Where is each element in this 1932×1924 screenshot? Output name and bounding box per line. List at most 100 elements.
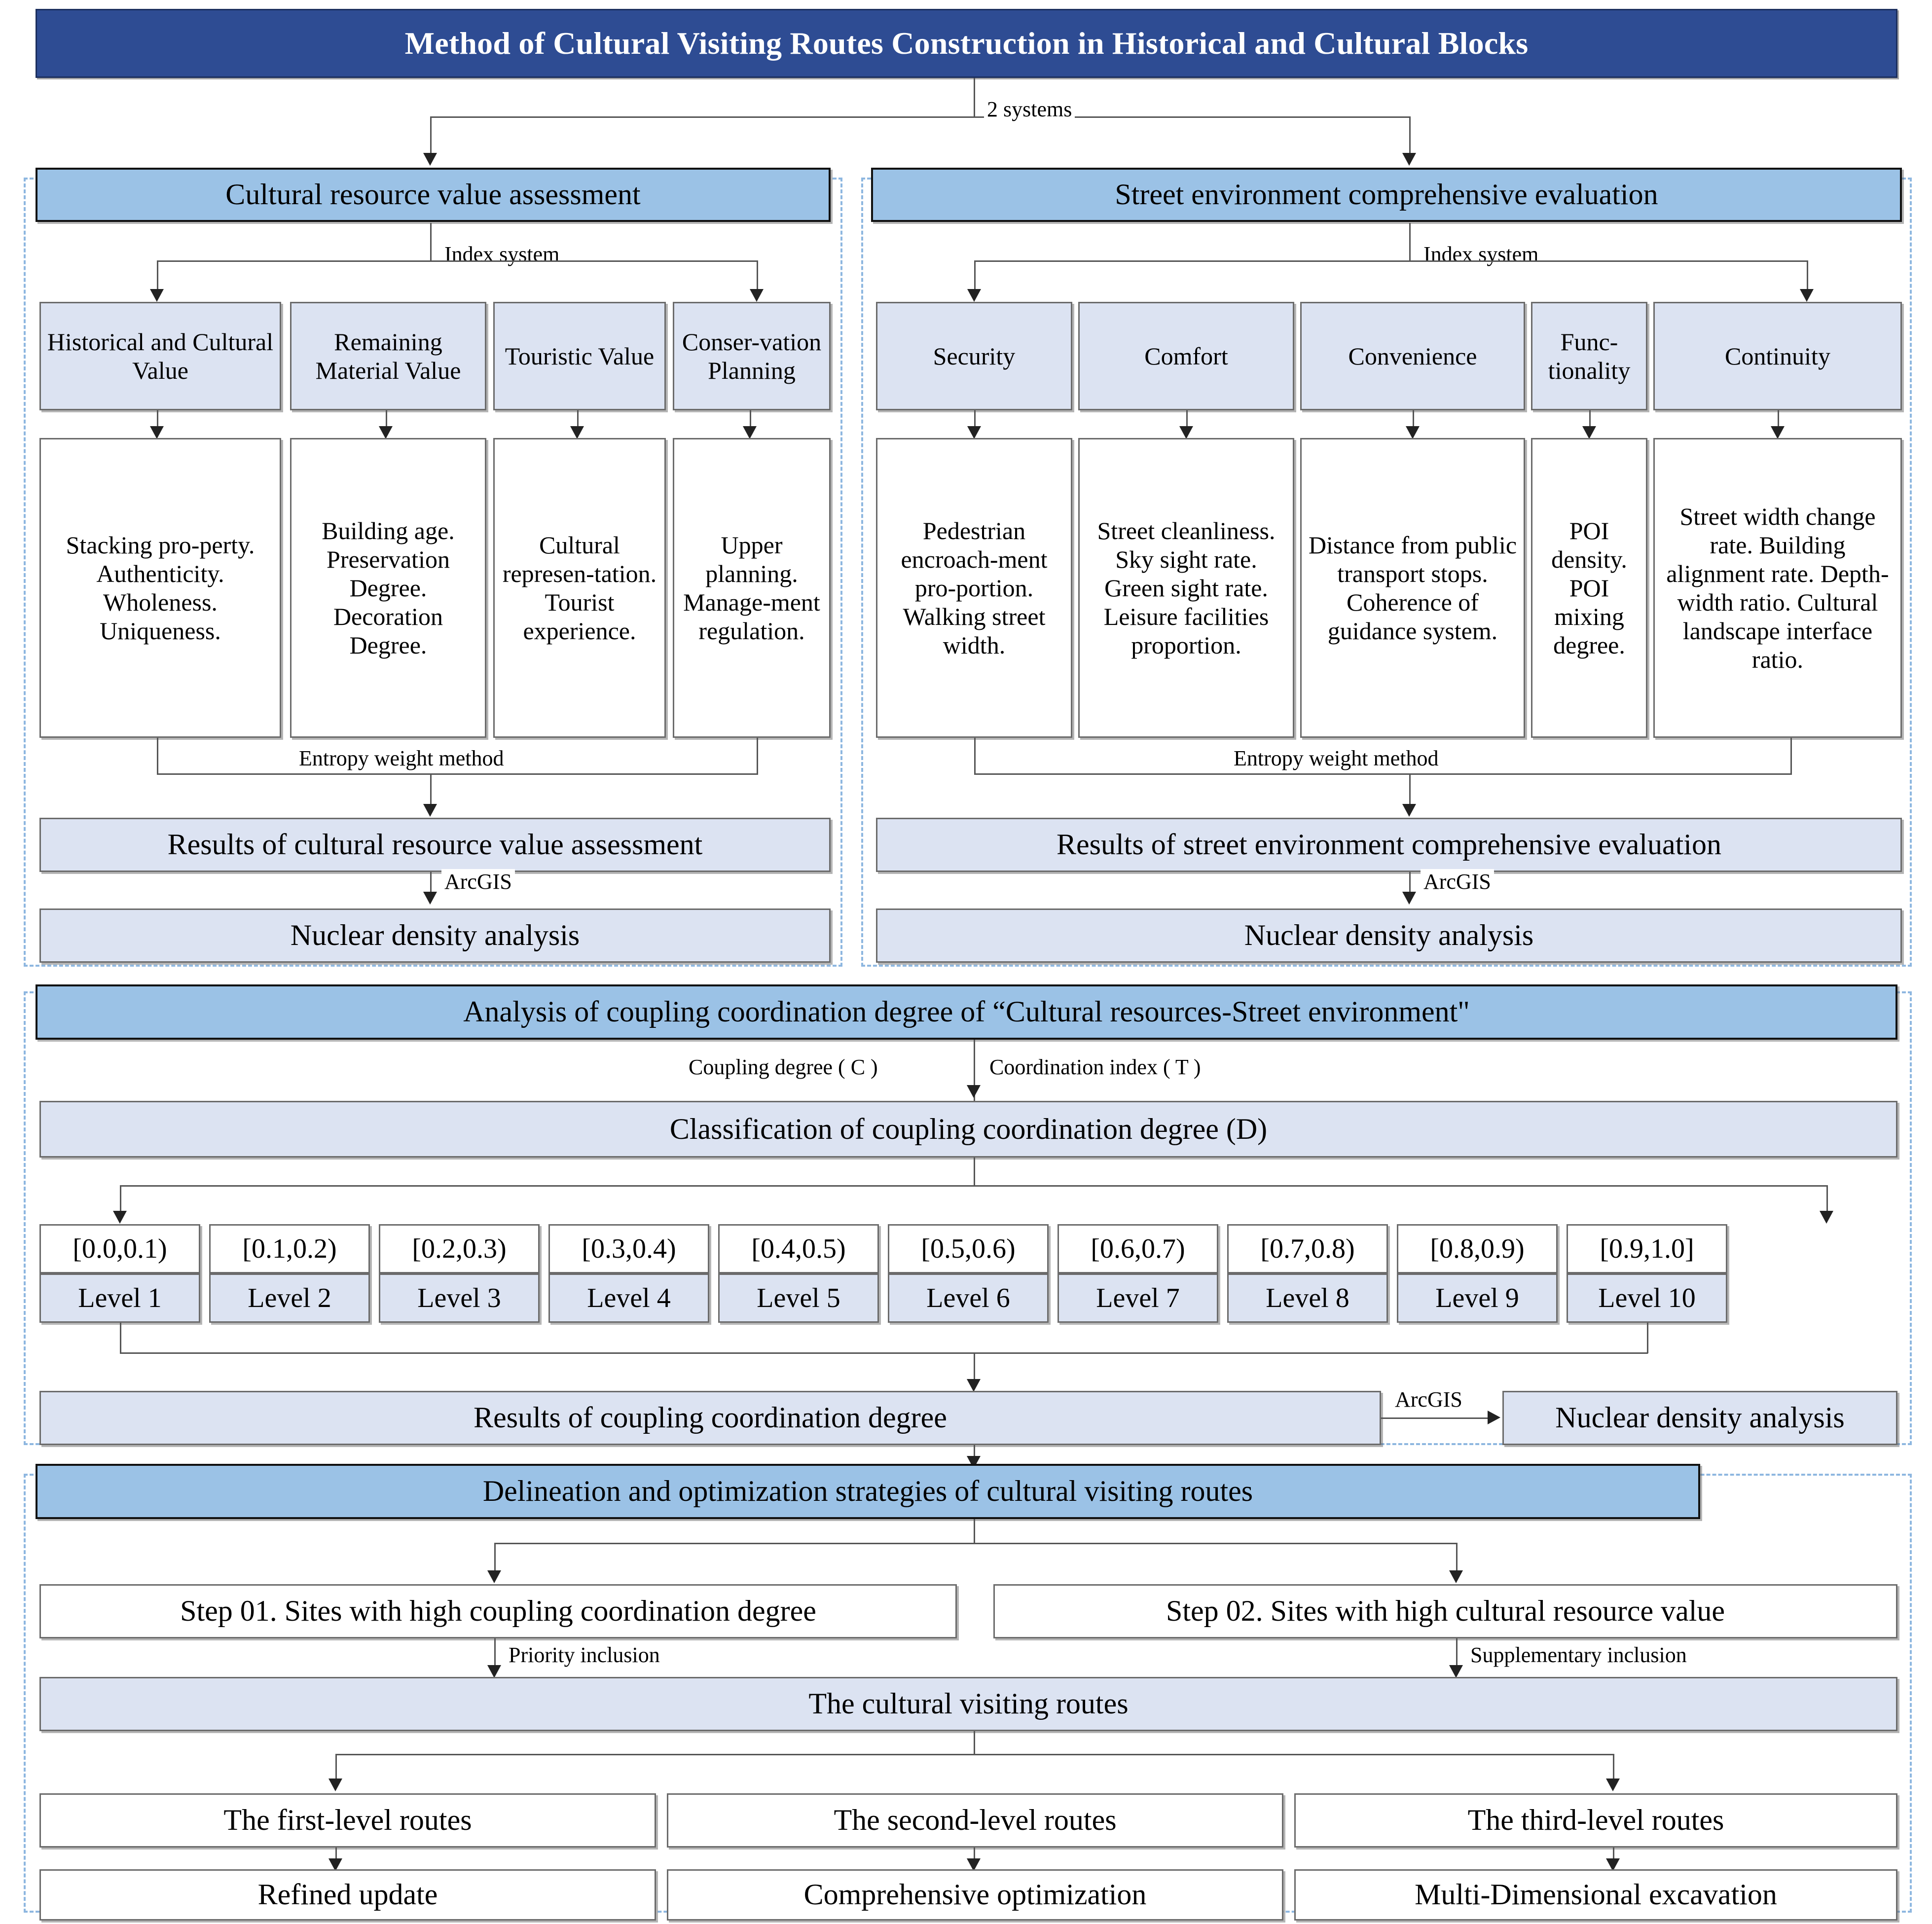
left-dim1-indicator-line xyxy=(157,410,158,429)
right-indicator-3: Distance from public transport stops. Co… xyxy=(1300,438,1525,738)
right-system-header: Street environment comprehensive evaluat… xyxy=(871,168,1902,222)
right-dim5-indicator-line xyxy=(1778,410,1779,429)
right-dim4-indicator-arrow xyxy=(1582,426,1596,439)
levels-converge-down xyxy=(974,1352,975,1381)
right-dimension-4: Func-tionality xyxy=(1531,302,1647,410)
right-dim2-indicator-line xyxy=(1186,410,1188,429)
left-indicator-1: Stacking pro-perty. Authenticity. Wholen… xyxy=(39,438,281,738)
coupling-results-to-kernel-arrow xyxy=(1488,1411,1500,1424)
left-dim3-indicator-arrow xyxy=(570,426,584,439)
arrow-to-right-system xyxy=(1402,153,1416,166)
right-results-to-kernel-line xyxy=(1409,872,1411,896)
left-index-arrow-1 xyxy=(150,289,164,302)
right-index-down xyxy=(1409,223,1411,261)
coupling-header: Analysis of coupling coordination degree… xyxy=(36,984,1897,1040)
level-range-1: [0.0,0.1) xyxy=(39,1224,200,1273)
route1-to-action-line xyxy=(335,1848,337,1864)
delineation-split-left xyxy=(494,1543,496,1573)
left-indicator-2: Building age. Preservation Degree. Decor… xyxy=(290,438,486,738)
level-label-4: Level 4 xyxy=(548,1273,709,1323)
step-02-box: Step 02. Sites with high cultural resour… xyxy=(993,1584,1897,1638)
right-indicator-5: Street width change rate. Building align… xyxy=(1653,438,1902,738)
level-range-5: [0.4,0.5) xyxy=(718,1224,879,1273)
level-label-9: Level 9 xyxy=(1397,1273,1558,1323)
route3-to-action-arrow xyxy=(1606,1858,1620,1871)
level-range-10: [0.9,1.0] xyxy=(1567,1224,1727,1273)
left-entropy-riser-1 xyxy=(157,738,158,774)
route2-to-action-line xyxy=(974,1848,975,1864)
left-results-to-kernel-arrow xyxy=(423,892,437,905)
label-supplementary-inclusion: Supplementary inclusion xyxy=(1467,1642,1690,1668)
right-index-bus xyxy=(974,260,1808,262)
delineation-split-right xyxy=(1456,1543,1458,1573)
routes-down xyxy=(974,1731,975,1755)
route1-to-action-arrow xyxy=(328,1858,342,1871)
right-index-drop-1 xyxy=(974,260,976,291)
left-dimension-1: Historical and Cultural Value xyxy=(39,302,281,410)
label-arcgis-left: ArcGIS xyxy=(441,869,515,894)
coupling-class-drop-left xyxy=(120,1185,121,1213)
right-dim2-indicator-arrow xyxy=(1179,426,1193,439)
right-dimension-1: Security xyxy=(876,302,1072,410)
level-range-3: [0.2,0.3) xyxy=(379,1224,540,1273)
right-dim3-indicator-line xyxy=(1413,410,1414,429)
level-label-6: Level 6 xyxy=(888,1273,1049,1323)
routes-drop-right xyxy=(1613,1754,1614,1781)
level-label-3: Level 3 xyxy=(379,1273,540,1323)
left-dimension-2: Remaining Material Value xyxy=(290,302,486,410)
step01-to-routes-arrow xyxy=(487,1665,501,1678)
left-index-drop-1 xyxy=(157,260,158,291)
level-label-10: Level 10 xyxy=(1567,1273,1727,1323)
right-dimension-2: Comfort xyxy=(1078,302,1294,410)
right-entropy-riser-5 xyxy=(1790,738,1792,774)
left-dim4-indicator-arrow xyxy=(743,426,757,439)
right-dim1-indicator-arrow xyxy=(967,426,981,439)
left-dim3-indicator-line xyxy=(577,410,579,429)
level-range-9: [0.8,0.9) xyxy=(1397,1224,1558,1273)
left-dim2-indicator-arrow xyxy=(379,426,393,439)
coupling-class-bus xyxy=(120,1185,1828,1187)
level-label-8: Level 8 xyxy=(1227,1273,1388,1323)
level-range-2: [0.1,0.2) xyxy=(209,1224,370,1273)
coupling-header-arrow xyxy=(967,1085,981,1098)
coupling-class-drop-right xyxy=(1826,1185,1828,1213)
left-index-drop-4 xyxy=(757,260,758,291)
levels-converge-bus xyxy=(120,1352,1648,1354)
left-results-to-kernel-line xyxy=(430,872,432,896)
cultural-visiting-routes-box: The cultural visiting routes xyxy=(39,1677,1897,1731)
level-range-7: [0.6,0.7) xyxy=(1057,1224,1218,1273)
coupling-results-to-kernel-line xyxy=(1381,1417,1494,1419)
connector-two-systems-bus xyxy=(430,116,1410,118)
right-dim4-indicator-line xyxy=(1589,410,1591,429)
step01-to-routes-line xyxy=(494,1638,496,1670)
coupling-header-down xyxy=(974,1040,975,1104)
routes-bus xyxy=(335,1754,1613,1755)
level-label-5: Level 5 xyxy=(718,1273,879,1323)
coupling-group xyxy=(24,991,1912,1445)
left-dim4-indicator-line xyxy=(750,410,751,429)
level-range-6: [0.5,0.6) xyxy=(888,1224,1049,1273)
delineation-header-down xyxy=(974,1519,975,1544)
label-arcgis-coupling: ArcGIS xyxy=(1392,1387,1465,1412)
left-entropy-down xyxy=(430,773,432,806)
label-index-system-right: Index system xyxy=(1421,242,1542,267)
route-level-1: The first-level routes xyxy=(39,1793,656,1848)
right-dim1-indicator-line xyxy=(974,410,976,429)
right-results-box: Results of street environment comprehens… xyxy=(876,818,1902,872)
left-dim1-indicator-arrow xyxy=(150,426,164,439)
step02-to-routes-line xyxy=(1456,1638,1458,1670)
left-entropy-arrow xyxy=(423,804,437,817)
right-dim3-indicator-arrow xyxy=(1406,426,1420,439)
route-level-2: The second-level routes xyxy=(667,1793,1283,1848)
label-priority-inclusion: Priority inclusion xyxy=(506,1642,663,1668)
right-entropy-arrow xyxy=(1402,804,1416,817)
label-entropy-left: Entropy weight method xyxy=(296,746,507,771)
right-kernel-box: Nuclear density analysis xyxy=(876,908,1902,963)
left-index-arrow-4 xyxy=(750,289,764,302)
levels-riser-left xyxy=(120,1323,121,1353)
coupling-kernel-box: Nuclear density analysis xyxy=(1502,1391,1897,1445)
level-range-4: [0.3,0.4) xyxy=(548,1224,709,1273)
route2-to-action-arrow xyxy=(967,1858,981,1871)
right-indicator-1: Pedestrian encroach-ment pro-portion. Wa… xyxy=(876,438,1072,738)
right-dimension-3: Convenience xyxy=(1300,302,1525,410)
